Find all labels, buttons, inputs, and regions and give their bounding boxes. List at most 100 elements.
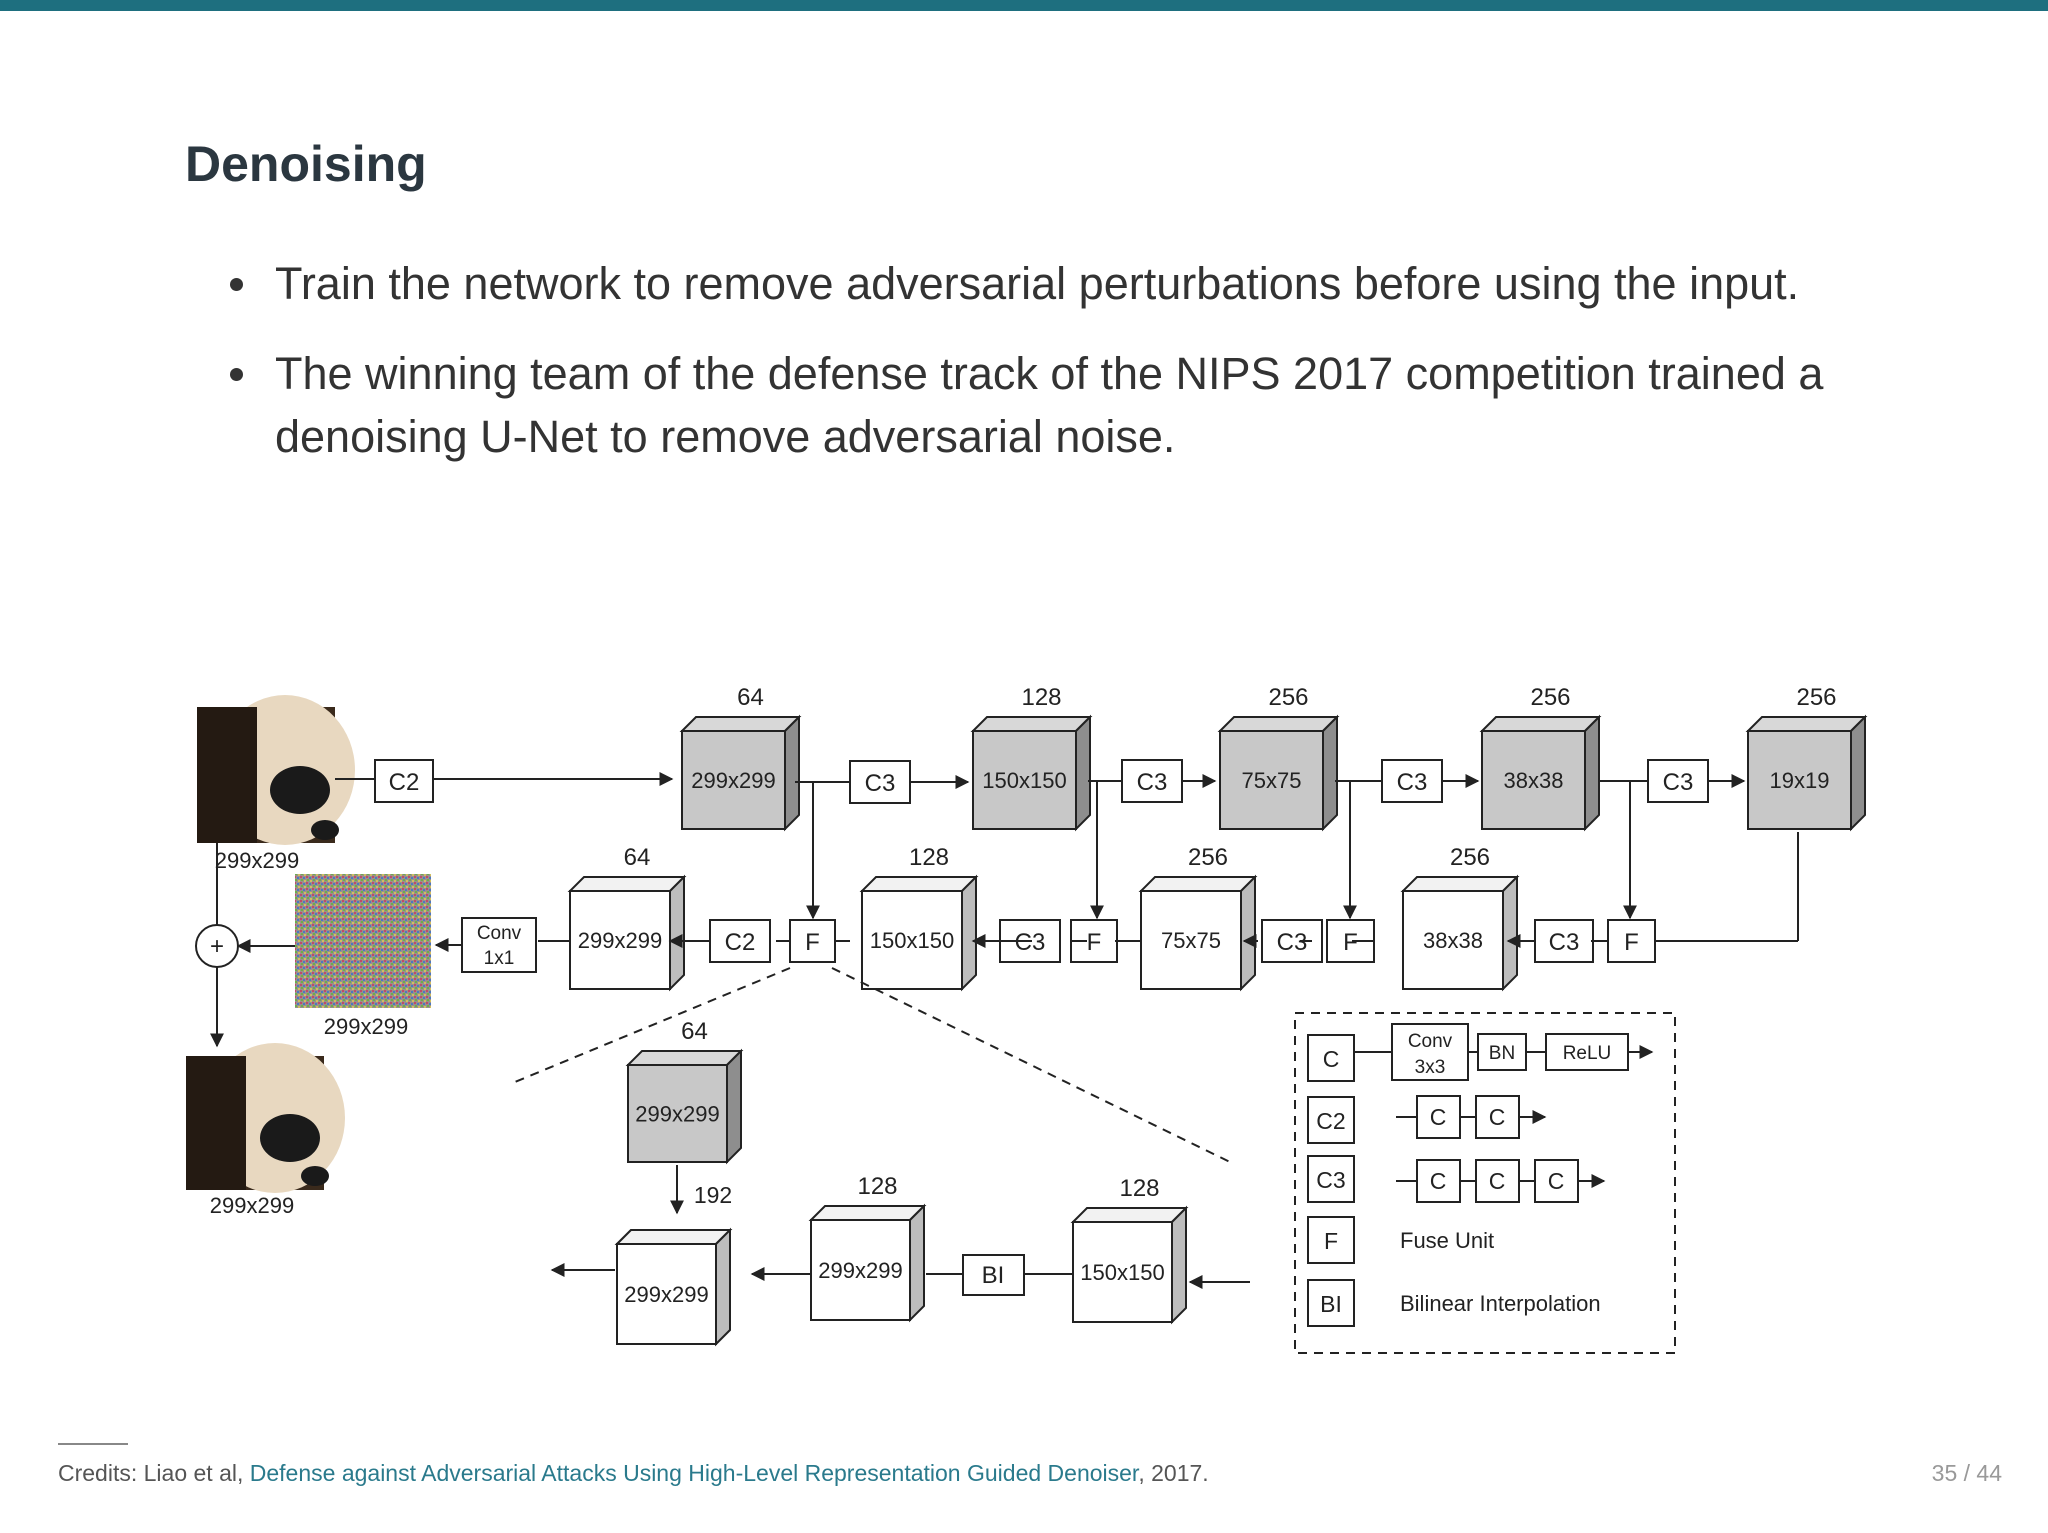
conv1x1-label-top: Conv — [477, 923, 522, 944]
input-image — [197, 695, 355, 845]
c3-op-label: C3 — [865, 770, 896, 797]
block-channels-label: 256 — [1188, 844, 1228, 871]
legend-desc: Fuse Unit — [1400, 1228, 1494, 1253]
concat-channels-label: 192 — [694, 1182, 732, 1208]
c3-op-label: C3 — [1277, 929, 1308, 956]
conv1x1-label-bottom: 1x1 — [484, 948, 515, 969]
c2-op-label: C2 — [389, 769, 420, 796]
block-channels-label: 256 — [1268, 684, 1308, 711]
block-channels-label: 64 — [681, 1018, 708, 1045]
legend-bn: BN — [1489, 1043, 1515, 1064]
fuse-op: F — [789, 919, 836, 963]
c3-op-label: C3 — [1663, 769, 1694, 796]
noise-size-label: 299x299 — [324, 1014, 408, 1039]
zoom-lines — [514, 967, 1231, 1163]
block-size-label: 75x75 — [1242, 768, 1302, 793]
credits: Credits: Liao et al, Defense against Adv… — [58, 1460, 1209, 1487]
decoder-block: 38x38 256 — [1400, 844, 1520, 992]
legend-c-box: C — [1430, 1104, 1447, 1130]
decoder-block: 150x150 128 — [859, 844, 979, 992]
legend-key: C3 — [1316, 1167, 1345, 1193]
fuse-op: F — [1607, 919, 1656, 963]
output-size-label: 299x299 — [210, 1193, 294, 1218]
block-channels-label: 128 — [909, 844, 949, 871]
block-size-label: 299x299 — [691, 768, 775, 793]
connector-lines — [210, 772, 1799, 1048]
fuse-output-block: 299x299 — [614, 1227, 733, 1347]
noise-image — [295, 874, 431, 1008]
bullet-dot — [230, 278, 243, 291]
legend-c-box: C — [1548, 1168, 1565, 1194]
legend-key: C — [1323, 1046, 1340, 1072]
block-size-label: 38x38 — [1423, 928, 1483, 953]
fuse-gray-block: 299x299 64 — [625, 1018, 744, 1165]
block-channels-label: 64 — [624, 844, 651, 871]
fuse-detail-lines — [550, 1165, 1250, 1289]
decoder-block: 75x75 256 — [1138, 844, 1258, 992]
fuse-op-label: F — [1624, 929, 1639, 956]
c3-op: C3 — [1261, 919, 1323, 963]
output-image — [186, 1043, 345, 1193]
block-channels-label: 128 — [857, 1173, 897, 1200]
paper-link[interactable]: Defense against Adversarial Attacks Usin… — [249, 1460, 1139, 1486]
fuse-op-label: F — [1343, 929, 1358, 956]
c3-op: C3 — [1647, 759, 1709, 803]
block-size-label: 19x19 — [1770, 768, 1830, 793]
c2-op-label: C2 — [725, 929, 756, 956]
decoder-block: 299x299 64 — [567, 844, 687, 992]
bullet-item: The winning team of the defense track of… — [230, 342, 1870, 468]
fuse-op: F — [1326, 919, 1375, 963]
c3-op: C3 — [1381, 759, 1443, 803]
legend-c-box: C — [1489, 1104, 1506, 1130]
legend-c-box: C — [1489, 1168, 1506, 1194]
legend-c-box: C — [1430, 1168, 1447, 1194]
conv1x1-box — [461, 917, 537, 973]
top-accent-bar — [0, 0, 2048, 11]
legend-key: BI — [1320, 1291, 1342, 1317]
block-channels-label: 128 — [1119, 1175, 1159, 1202]
bullet-list: Train the network to remove adversarial … — [230, 252, 1870, 495]
bullet-text: Train the network to remove adversarial … — [275, 258, 1800, 309]
c3-op: C3 — [849, 760, 911, 804]
block-size-label: 299x299 — [578, 928, 662, 953]
page-number: 35 / 44 — [1931, 1460, 2002, 1486]
c3-op-label: C3 — [1397, 769, 1428, 796]
c3-op-label: C3 — [1549, 929, 1580, 956]
legend-conv-bottom: 3x3 — [1415, 1057, 1446, 1078]
fuse-detail-ops: BI 192 — [694, 1182, 1025, 1296]
legend-key: F — [1324, 1228, 1338, 1254]
block-channels-label: 128 — [1021, 684, 1061, 711]
legend-row: C2 — [1307, 1096, 1355, 1144]
encoder-block: 38x38 256 — [1479, 684, 1602, 832]
credits-suffix: , 2017. — [1138, 1460, 1209, 1486]
block-size-label: 38x38 — [1504, 768, 1564, 793]
block-channels-label: 256 — [1796, 684, 1836, 711]
block-size-label: 150x150 — [870, 928, 954, 953]
block-channels-label: 256 — [1450, 844, 1490, 871]
legend-row: F Fuse Unit — [1307, 1216, 1494, 1264]
encoder-block: 75x75 256 — [1217, 684, 1340, 832]
footer-rule — [58, 1443, 128, 1445]
block-size-label: 299x299 — [635, 1102, 719, 1127]
block-size-label: 150x150 — [982, 768, 1066, 793]
block-size-label: 299x299 — [818, 1258, 902, 1283]
block-channels-label: 256 — [1530, 684, 1570, 711]
block-size-label: 75x75 — [1161, 928, 1221, 953]
c3-op-label: C3 — [1137, 769, 1168, 796]
encoder-block: 19x19 256 — [1745, 684, 1868, 832]
sum-symbol: + — [210, 933, 224, 960]
bullet-item: Train the network to remove adversarial … — [230, 252, 1870, 315]
bullet-text: The winning team of the defense track of… — [275, 348, 1824, 462]
c3-op: C3 — [1121, 759, 1183, 803]
c2-op: C2 — [709, 919, 771, 963]
legend-relu: ReLU — [1563, 1043, 1612, 1064]
legend-conv-top: Conv — [1408, 1031, 1453, 1052]
feature-blocks: 299x29964150x15012875x7525638x3825619x19… — [567, 684, 1868, 1347]
credits-prefix: Credits: Liao et al, — [58, 1460, 250, 1486]
legend-row: C — [1307, 1034, 1355, 1082]
bullet-dot — [230, 368, 243, 381]
